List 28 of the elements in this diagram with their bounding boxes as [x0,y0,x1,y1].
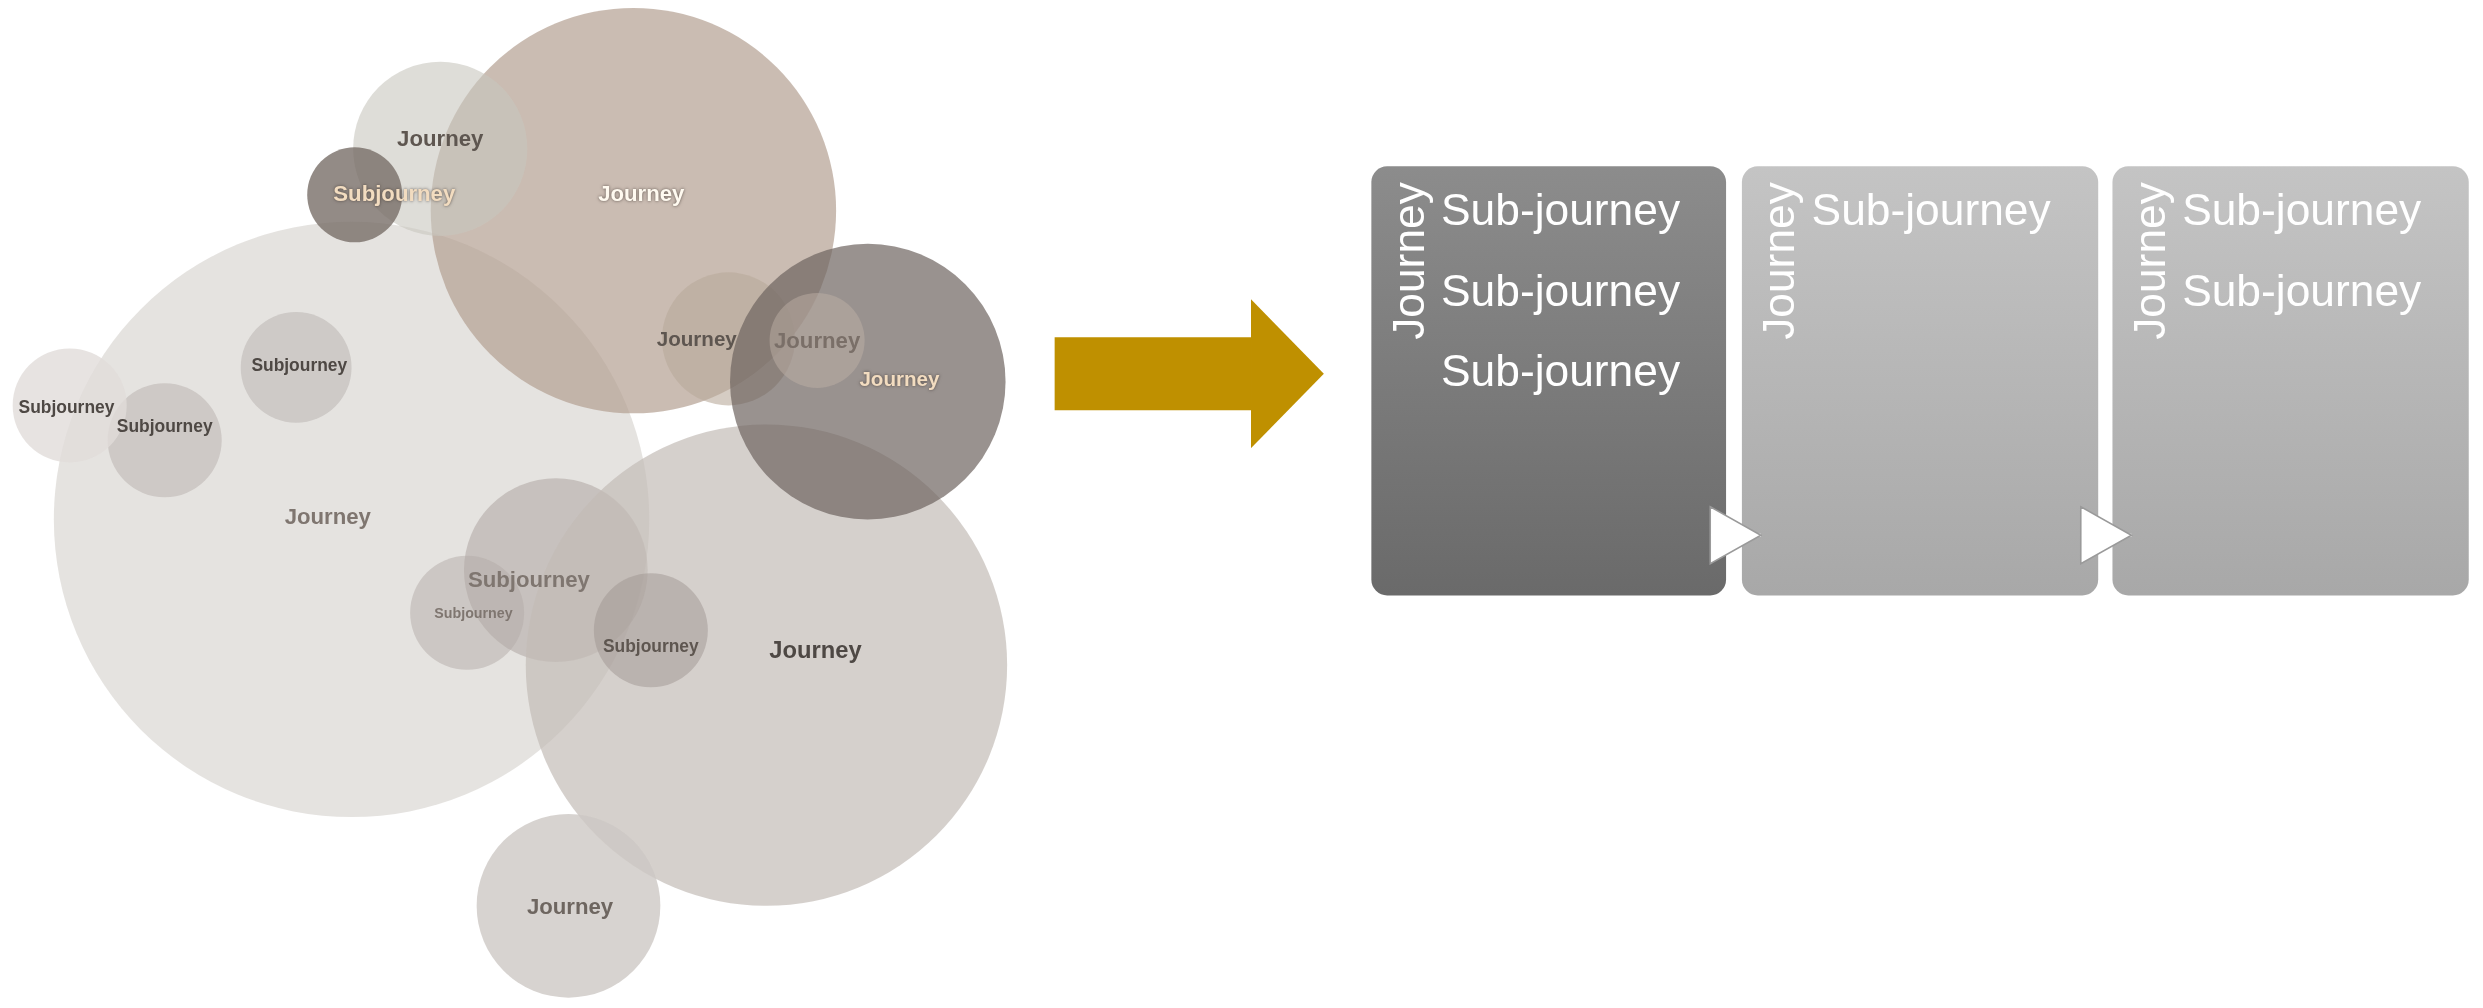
bubble-label: Subjourney [467,568,590,591]
stage-card [1741,166,2099,596]
bubble-label: Journey [656,328,737,350]
bubble-label: Subjourney [434,607,513,622]
sub-stage-label: Sub-journey [2182,188,2422,233]
sub-stage-label: Sub-journey [1441,349,1681,395]
stage-card [1371,166,1727,596]
stage-card [2112,166,2469,596]
bubble-label: Journey [859,368,940,389]
bubble-label: Journey [769,637,862,662]
sub-stage-label: Sub-journey [1811,188,2051,233]
bubble-label: Subjourney [602,637,699,655]
bubble-label: Journey [598,182,685,205]
bubble-label: Journey [397,126,484,149]
sub-stage-label: Sub-journey [1441,188,1681,233]
arrow [2080,505,2133,565]
arrow [1709,505,1762,565]
stage-title: Journey [1757,182,1803,340]
sub-stage-label: Sub-journey [1441,269,1681,314]
sub-stage-label: Sub-journey [2182,269,2422,314]
bubble-label: Subjourney [251,357,348,375]
stage-title: Journey [1387,182,1432,340]
bubble-label: Subjourney [116,417,213,435]
block-arrow [1054,299,1324,449]
stage-title: Journey [2128,182,2173,340]
bubble-label: Journey [526,894,614,917]
bubble-label: Subjourney [18,398,115,416]
bubble-label: Journey [284,505,371,528]
